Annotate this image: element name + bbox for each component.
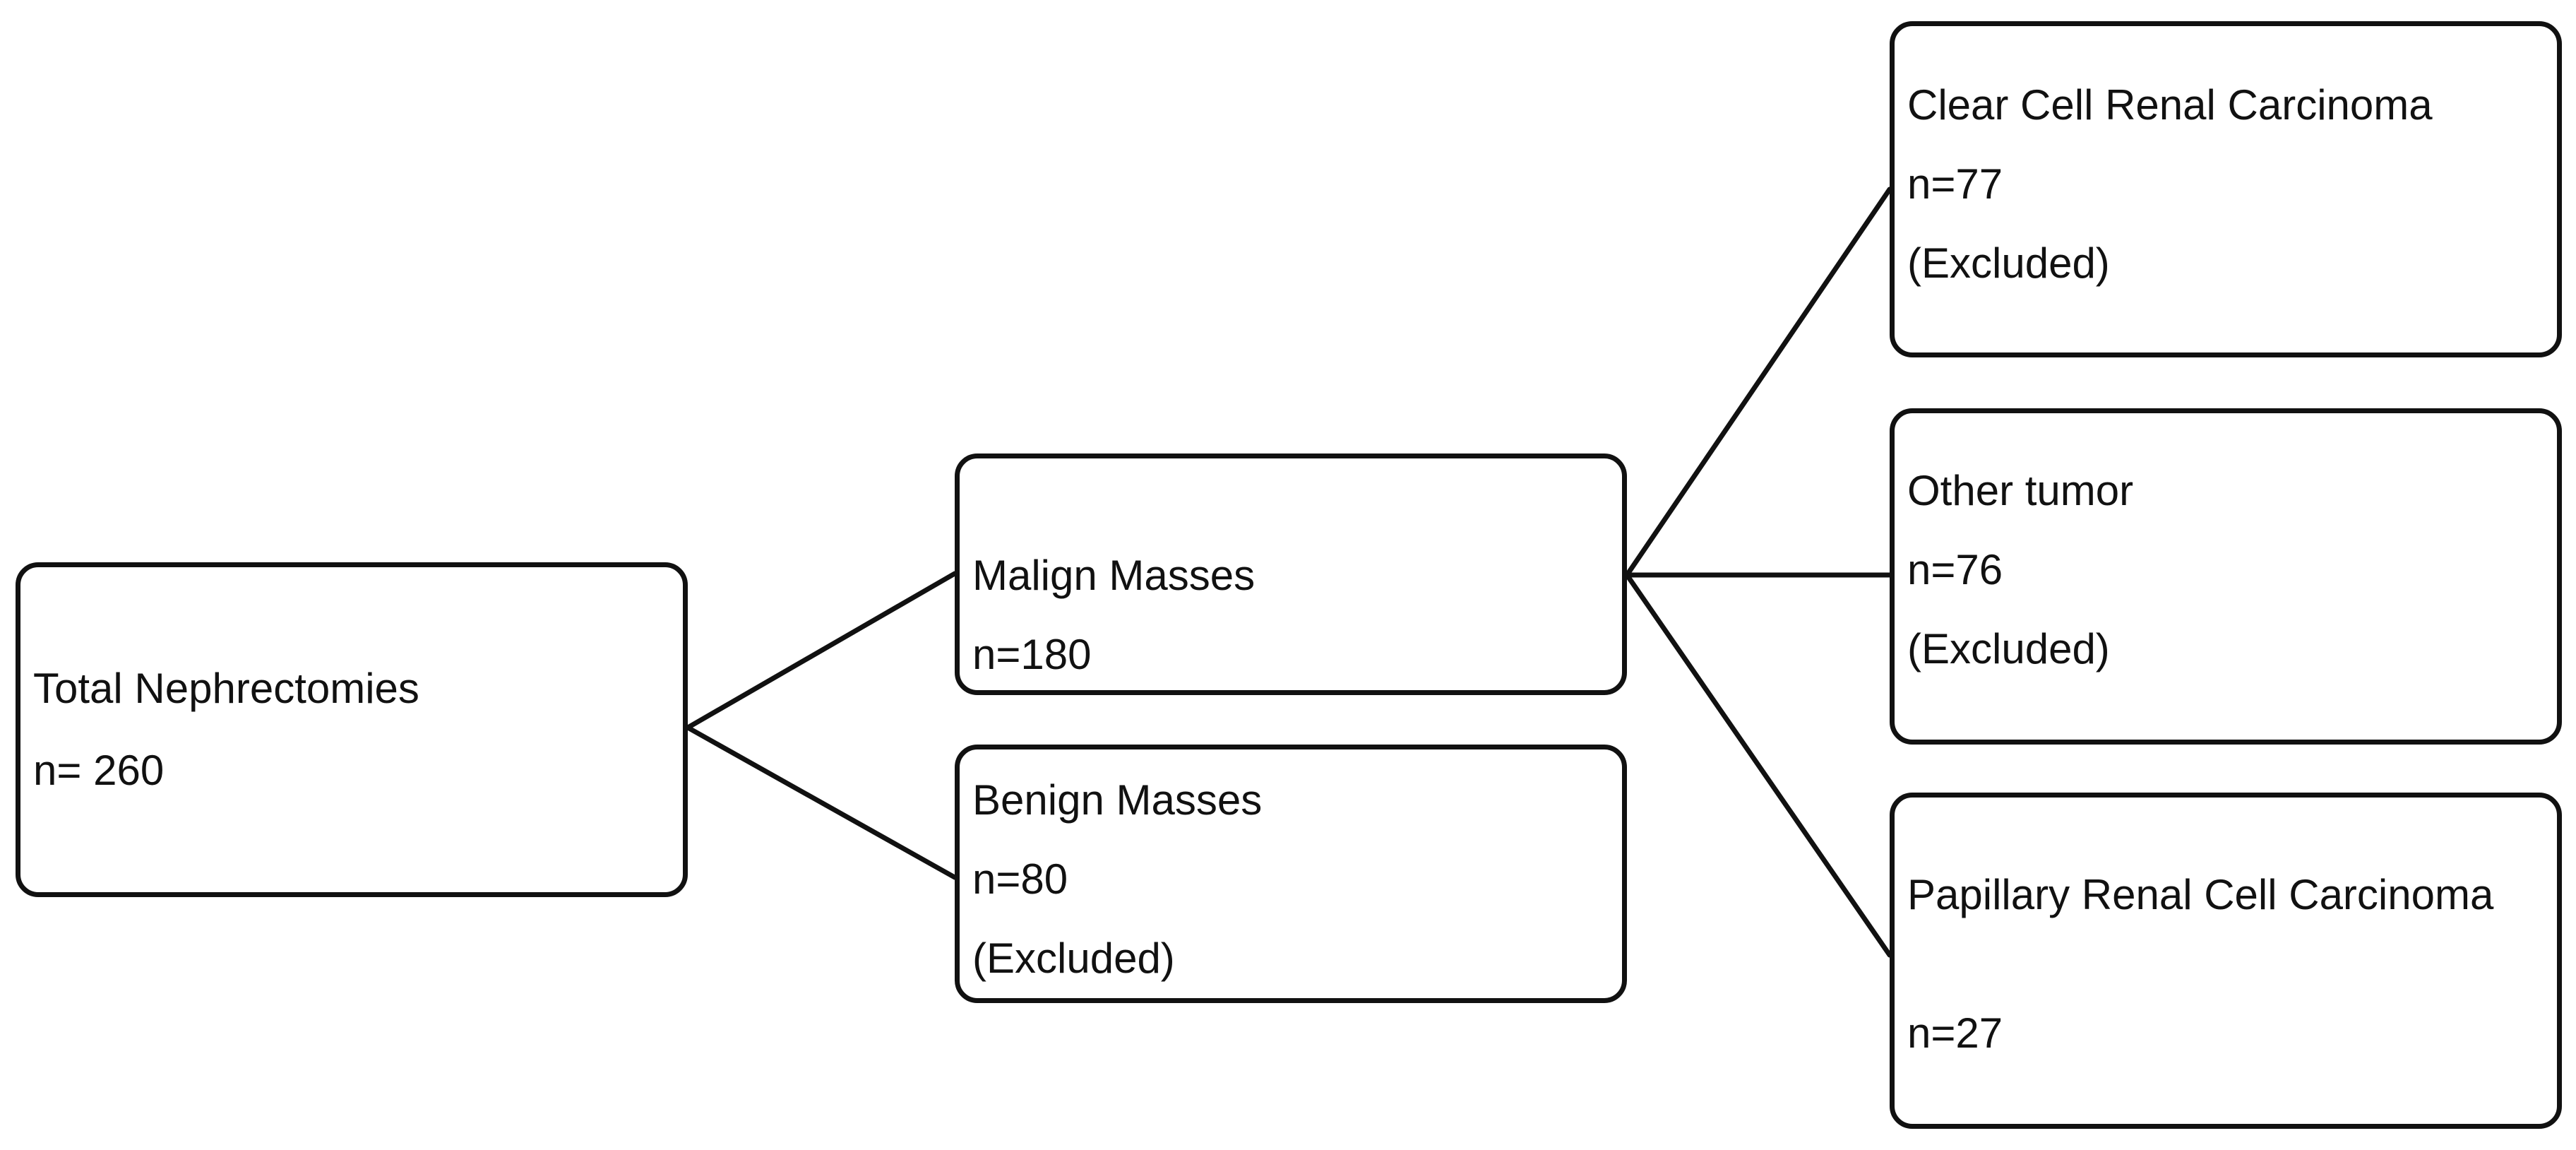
other-tumor-status: (Excluded) <box>1907 625 2110 672</box>
benign-masses-title: Benign Masses <box>972 776 1263 824</box>
other-tumor-box: Other tumor n=76 (Excluded) <box>1890 408 2562 745</box>
papillary-renal-cell-carcinoma-count: n=27 <box>1907 1009 2003 1057</box>
total-nephrectomies-title: Total Nephrectomies <box>33 665 419 712</box>
other-tumor-count: n=76 <box>1907 546 2003 593</box>
papillary-renal-cell-carcinoma-title: Papillary Renal Cell Carcinoma <box>1907 871 2494 918</box>
other-tumor-title: Other tumor <box>1907 467 2134 514</box>
clear-cell-renal-carcinoma-box: Clear Cell Renal Carcinoma n=77 (Exclude… <box>1890 21 2562 357</box>
benign-masses-status: (Excluded) <box>972 935 1175 982</box>
connector-total-to-malign <box>685 571 958 730</box>
malign-masses-title: Malign Masses <box>972 552 1256 599</box>
malign-masses-box: Malign Masses n=180 <box>955 454 1627 695</box>
clear-cell-renal-carcinoma-status: (Excluded) <box>1907 239 2110 287</box>
benign-masses-count: n=80 <box>972 855 1068 903</box>
papillary-renal-cell-carcinoma-box: Papillary Renal Cell Carcinoma n=27 <box>1890 793 2562 1129</box>
connector-malign-to-ccrc <box>1624 186 1892 578</box>
clear-cell-renal-carcinoma-title: Clear Cell Renal Carcinoma <box>1907 81 2433 129</box>
total-nephrectomies-count: n= 260 <box>33 747 165 794</box>
clear-cell-renal-carcinoma-count: n=77 <box>1907 160 2003 208</box>
connector-total-to-benign <box>685 725 958 880</box>
malign-masses-count: n=180 <box>972 631 1092 678</box>
total-nephrectomies-box: Total Nephrectomies n= 260 <box>16 562 688 897</box>
benign-masses-box: Benign Masses n=80 (Excluded) <box>955 745 1627 1003</box>
connector-malign-to-prcc <box>1624 572 1892 958</box>
